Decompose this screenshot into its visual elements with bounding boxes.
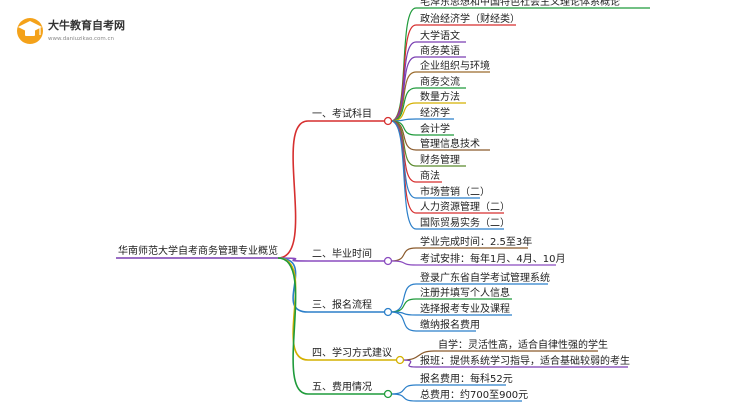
leaf-link-5-1 (390, 384, 417, 395)
leaf-label-4-1: 自学：灵活性高，适合自律性强的学生 (438, 338, 608, 351)
connector-lines (277, 7, 650, 402)
leaf-label-5-2: 总费用：约700至900元 (420, 388, 528, 401)
leaf-label-1-9: 会计学 (420, 122, 450, 135)
site-logo: 大牛教育自考网 www.daniuzikao.com.cn (17, 18, 125, 44)
leaf-link-2-1 (390, 247, 417, 262)
graduation-cap-icon (17, 18, 43, 44)
leaf-label-1-12: 商法 (420, 169, 440, 182)
root-label: 华南师范大学自考商务管理专业概览 (118, 244, 278, 257)
leaf-link-1-15 (390, 120, 417, 230)
leaf-label-1-6: 商务交流 (420, 75, 460, 88)
branch-label-2: 二、毕业时间 (312, 247, 372, 260)
leaf-label-1-10: 管理信息技术 (420, 137, 480, 150)
branch-hub-2 (383, 256, 393, 266)
leaf-label-3-3: 选择报考专业及课程 (420, 302, 510, 315)
leaf-label-1-11: 财务管理 (420, 153, 460, 166)
leaf-label-5-1: 报名费用：每科52元 (420, 372, 513, 385)
leaf-link-3-1 (390, 283, 417, 313)
branch-link-3 (277, 257, 309, 313)
leaf-label-1-3: 大学语文 (420, 29, 460, 42)
branch-label-3: 三、报名流程 (312, 298, 372, 311)
leaf-label-2-2: 考试安排：每年1月、4月、10月 (420, 252, 565, 265)
leaf-label-1-8: 经济学 (420, 106, 450, 119)
branch-label-5: 五、费用情况 (312, 380, 372, 393)
leaf-label-4-2: 报班：提供系统学习指导，适合基础较弱的考生 (420, 354, 630, 367)
leaf-label-3-1: 登录广东省自学考试管理系统 (420, 271, 550, 284)
leaf-link-5-2 (390, 393, 417, 402)
leaf-label-1-15: 国际贸易实务（二） (420, 216, 510, 229)
branch-hub-4 (395, 355, 405, 365)
leaf-label-1-14: 人力资源管理（二） (420, 200, 510, 213)
branch-hub-1 (383, 116, 393, 126)
node-labels: 华南师范大学自考商务管理专业概览 一、考试科目 毛泽东思想和中国特色社会主义理论体系… (116, 0, 630, 401)
leaf-label-1-2: 政治经济学（财经类） (420, 12, 520, 25)
leaf-link-1-2 (390, 24, 417, 122)
branch-link-2 (277, 257, 309, 262)
leaf-label-1-4: 商务英语 (420, 44, 460, 57)
logo-title: 大牛教育自考网 (48, 18, 125, 32)
leaf-label-2-1: 学业完成时间：2.5至3年 (420, 235, 532, 248)
branch-link-5 (277, 257, 309, 395)
leaf-label-1-7: 数量方法 (420, 90, 460, 103)
leaf-label-3-4: 缴纳报名费用 (420, 318, 480, 331)
branch-hub-5 (383, 389, 393, 399)
leaf-label-1-13: 市场营销（二） (420, 185, 490, 198)
leaf-label-3-2: 注册并填写个人信息 (420, 286, 510, 299)
branch-hub-3 (383, 307, 393, 317)
leaf-link-1-3 (390, 41, 417, 122)
branch-label-4: 四、学习方式建议 (312, 346, 392, 359)
leaf-link-4-2 (402, 359, 417, 368)
leaf-label-1-1: 毛泽东思想和中国特色社会主义理论体系概论 (420, 0, 620, 8)
branch-link-1 (277, 120, 309, 259)
leaf-link-2-2 (390, 260, 417, 266)
logo-url: www.daniuzikao.com.cn (48, 36, 115, 42)
leaf-link-3-4 (390, 311, 417, 332)
branch-label-1: 一、考试科目 (312, 107, 372, 120)
leaf-label-1-5: 企业组织与环境 (420, 59, 490, 72)
